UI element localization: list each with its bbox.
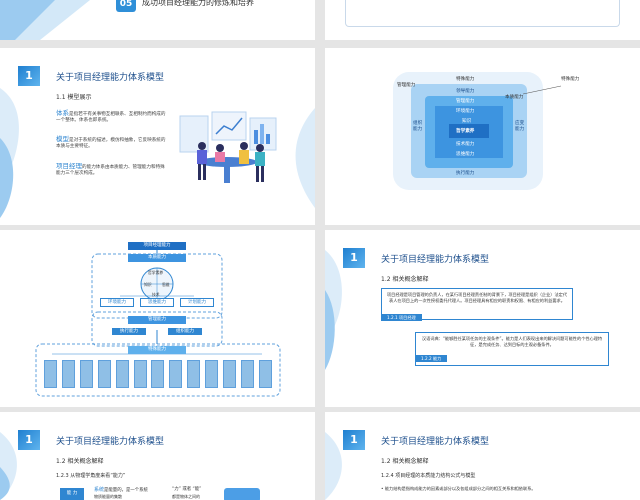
special-column-5 xyxy=(133,360,147,388)
outer-label: 特殊能力 xyxy=(561,77,580,82)
paragraph-2: 模型是对于系统的描述，模仿和抽象，它反映系统的本质与主要特征。 xyxy=(56,135,166,150)
section-number-badge: 1 xyxy=(343,248,365,268)
special-box: 特殊能力 xyxy=(128,346,186,354)
bullet-text: • 能力结构是指构成能力的因素或部分以及各组成部分之间的相互关系和相依联系。 xyxy=(381,486,536,491)
paragraph-1: 体系是指若干有关事物互相联系、互相制约而构成的一个整体。体系也即系统。 xyxy=(56,109,166,124)
subtitle: 1.1 模型展示 xyxy=(56,94,92,101)
slide-thumbnail-1[interactable]: 05 成功项目经理能力的修炼和培养 xyxy=(0,0,315,40)
top-box-1: 项目经理能力 xyxy=(128,242,186,250)
ring-left-label: 管理能力 xyxy=(397,83,416,88)
mid-left-label: 组织能力 xyxy=(413,121,423,132)
special-columns xyxy=(44,360,272,390)
circle-top: 哲学素养 xyxy=(148,270,164,275)
special-column-3 xyxy=(97,360,111,388)
special-column-10 xyxy=(223,360,237,388)
paragraph-3: 项目经理的能力体系由本质能力、管理能力和特殊能力三个层次构成。 xyxy=(56,162,165,177)
slide-thumbnail-4[interactable]: 特殊能力 特殊能力 管理能力 本质能力 领导能力 执行能力 组织能力 应变能力 … xyxy=(325,48,640,225)
row1-box-1: 环境能力 xyxy=(100,298,134,307)
concept-tag-1: 1.2.1 项目经理 xyxy=(381,314,422,321)
subtitle: 1.2 相关概念解释 xyxy=(381,458,429,465)
inner-label-1: 管理能力 xyxy=(456,99,475,104)
section-title: 成功项目经理能力的修炼和培养 xyxy=(142,0,254,7)
mid-top-label: 领导能力 xyxy=(456,89,475,94)
ring-right-label: 本质能力 xyxy=(505,95,524,100)
subtitle-2: 1.2.4 项目经理的本质能力结构公式与模型 xyxy=(381,473,476,479)
section-number-badge: 1 xyxy=(18,430,40,450)
special-column-8 xyxy=(187,360,201,388)
ring-top-label: 特殊能力 xyxy=(456,77,475,82)
subtitle: 1.2 相关概念解释 xyxy=(381,276,429,283)
ability-layer-diagram xyxy=(393,72,562,190)
mid-right-label: 应变能力 xyxy=(515,121,525,132)
slide-thumbnail-6[interactable]: 1 关于项目经理能力体系模型 1.2 相关概念解释 项目经理是项目管理的负责人，… xyxy=(325,230,640,407)
row2-box-2: 组织能力 xyxy=(168,328,202,335)
slide-title: 关于项目经理能力体系模型 xyxy=(381,437,490,447)
inner-label-4: 技术能力 xyxy=(456,142,475,147)
mid-bottom-label: 执行能力 xyxy=(456,171,475,176)
row1-box-2: 思维能力 xyxy=(140,298,174,307)
force-label: “力” 或者 “能” xyxy=(172,487,202,492)
slide-thumbnail-7[interactable]: 1 关于项目经理能力体系模型 1.2 相关概念解释 1.2.3 从物理学角度来看… xyxy=(0,412,315,500)
circle-bottom: 技术 xyxy=(152,292,160,297)
inner-label-2: 环境能力 xyxy=(456,109,475,114)
slide-thumbnail-5[interactable]: 项目经理能力 本质能力 哲学素养 知识 思维 技术 环境能力 思维能力 计划能力… xyxy=(0,230,315,407)
wave-decoration xyxy=(0,432,17,500)
circle-left: 知识 xyxy=(144,282,152,287)
subtitle-2: 1.2.3 从物理学角度来看“能力” xyxy=(56,473,126,479)
section-number-badge: 1 xyxy=(18,66,40,86)
slide-title: 关于项目经理能力体系模型 xyxy=(56,73,165,83)
slide-title: 关于项目经理能力体系模型 xyxy=(381,255,490,265)
center-label: 哲学素养 xyxy=(456,129,475,134)
row2-box-1: 执行能力 xyxy=(112,328,146,335)
top-box-2: 本质能力 xyxy=(128,254,186,262)
wave-decoration xyxy=(0,0,90,40)
wave-decoration xyxy=(0,88,315,218)
mgmt-box: 管理能力 xyxy=(128,316,186,324)
ability-desc: 系统是能量的，是一个系统 xyxy=(94,487,148,493)
slide-title: 关于项目经理能力体系模型 xyxy=(56,437,165,447)
special-column-7 xyxy=(169,360,183,388)
subtitle: 1.2 相关概念解释 xyxy=(56,458,104,465)
circle-right: 思维 xyxy=(162,282,170,287)
section-badge: 05 xyxy=(116,0,136,12)
special-column-6 xyxy=(151,360,165,388)
special-column-4 xyxy=(115,360,129,388)
inner-label-3: 知识 xyxy=(462,119,472,124)
meeting-illustration xyxy=(179,111,277,183)
special-column-1 xyxy=(61,360,75,388)
special-column-9 xyxy=(205,360,219,388)
wave-decoration xyxy=(325,432,342,500)
row1-box-3: 计划能力 xyxy=(180,298,214,307)
ability-desc-2: 物质能量的集散 xyxy=(94,494,122,499)
slide-thumbnail-3[interactable]: 1 关于项目经理能力体系模型 1.1 模型展示 体系是指若干有关事物互相联系、互… xyxy=(0,48,315,225)
section-number-badge: 1 xyxy=(343,430,365,450)
special-column-12 xyxy=(258,360,272,388)
slide-thumbnail-2[interactable] xyxy=(325,0,640,40)
inner-label-5: 思维能力 xyxy=(456,152,475,157)
special-column-11 xyxy=(240,360,254,388)
special-column-2 xyxy=(79,360,93,388)
concept-tag-2: 1.2.2 能力 xyxy=(415,355,448,362)
frame-outline xyxy=(345,0,620,27)
wave-decoration xyxy=(325,250,342,370)
ability-label-box: 能 力 xyxy=(60,488,84,500)
slide-thumbnail-8[interactable]: 1 关于项目经理能力体系模型 1.2 相关概念解释 1.2.4 项目经理的本质能… xyxy=(325,412,640,500)
special-column-0 xyxy=(44,360,57,388)
force-desc: 都是物体之间的 xyxy=(172,494,200,499)
right-box xyxy=(224,488,260,500)
